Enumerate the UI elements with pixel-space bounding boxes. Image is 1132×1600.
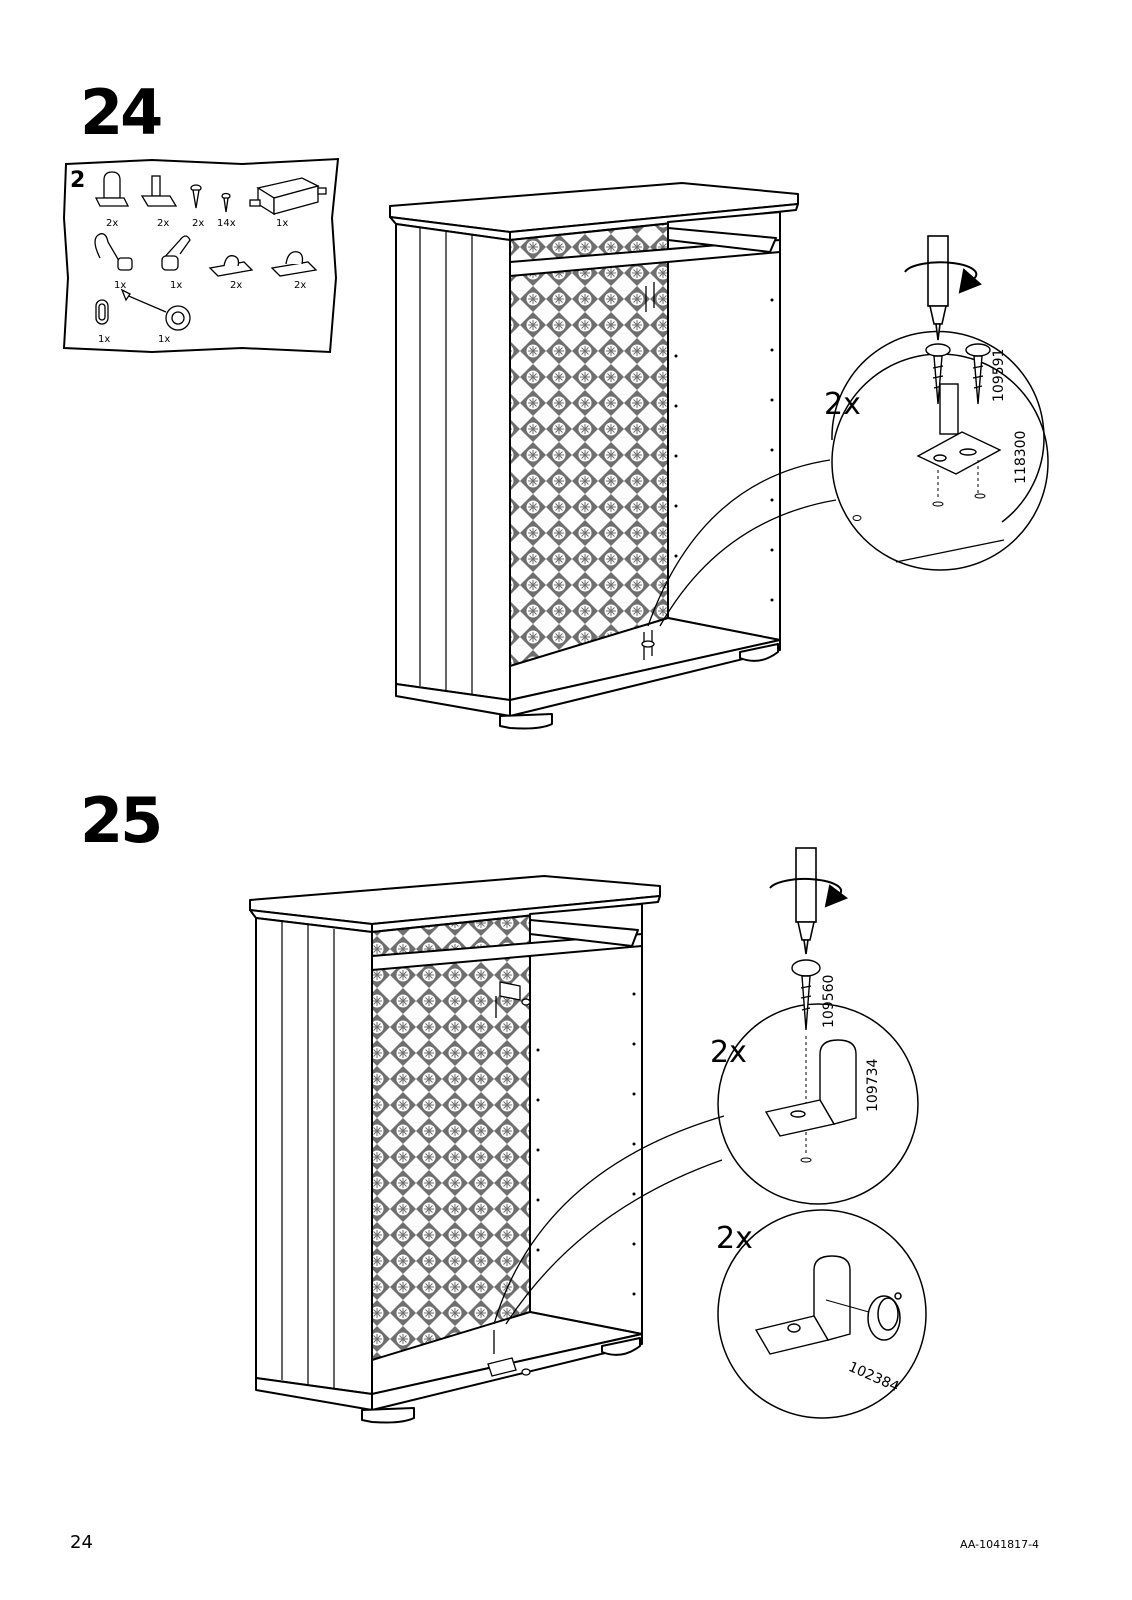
bracket-icon bbox=[764, 1039, 857, 1137]
screwdriver-icon bbox=[795, 847, 817, 955]
bracket-icon bbox=[94, 171, 130, 207]
knob-icon bbox=[867, 1292, 902, 1341]
kit-qty: 1x bbox=[158, 334, 171, 345]
kit-qty: 1x bbox=[98, 334, 111, 345]
part-number-label: 109591 bbox=[991, 348, 1007, 402]
hook-icon bbox=[161, 235, 191, 271]
parts-kit-panel: 2 2x 2x 2x 14x 1x 1x 1x 2x 2x 1x 1x bbox=[62, 157, 344, 354]
screw-icon bbox=[221, 192, 231, 213]
callout-quantity: 2x bbox=[710, 1035, 747, 1070]
knob-icon bbox=[95, 299, 109, 325]
cam-pin-icon bbox=[140, 175, 178, 207]
step-number-24: 24 bbox=[80, 76, 163, 149]
hook-icon bbox=[94, 233, 133, 271]
document-id: AA-1041817-4 bbox=[960, 1538, 1040, 1551]
rotation-arrow-icon bbox=[769, 877, 849, 908]
detail-callout-circle bbox=[717, 1003, 919, 1205]
page-number: 24 bbox=[70, 1532, 93, 1553]
cabinet-illustration bbox=[249, 847, 927, 1424]
kit-frame bbox=[62, 157, 340, 354]
cabinet-illustration bbox=[389, 182, 1049, 730]
clip-icon bbox=[208, 255, 254, 277]
clip-icon bbox=[270, 251, 318, 277]
part-number-label: 118300 bbox=[1013, 430, 1029, 484]
screw-icon bbox=[791, 959, 821, 1031]
screw-icon bbox=[925, 343, 951, 405]
bracket-icon bbox=[754, 1255, 851, 1355]
callout-quantity: 2x bbox=[824, 387, 861, 422]
key-icon bbox=[120, 288, 191, 331]
part-number-label: 109560 bbox=[821, 974, 837, 1028]
callout-quantity: 2x bbox=[716, 1221, 753, 1256]
kit-qty: 1x bbox=[114, 280, 127, 291]
kit-qty: 14x bbox=[217, 218, 236, 229]
kit-qty: 2x bbox=[192, 218, 205, 229]
bracket-icon bbox=[916, 383, 1002, 475]
part-number-label: 109734 bbox=[865, 1058, 881, 1112]
screw-icon bbox=[190, 184, 202, 209]
kit-qty: 2x bbox=[157, 218, 170, 229]
detail-callout-circle bbox=[717, 1209, 927, 1419]
kit-qty: 1x bbox=[276, 218, 289, 229]
rotation-arrow-icon bbox=[904, 261, 982, 294]
screw-icon bbox=[965, 343, 991, 405]
detail-callout-circle bbox=[831, 330, 1045, 523]
step-number-25: 25 bbox=[80, 784, 163, 857]
kit-qty: 2x bbox=[106, 218, 119, 229]
kit-qty: 2x bbox=[294, 280, 307, 291]
kit-step-badge: 2 bbox=[70, 168, 86, 193]
screwdriver-icon bbox=[927, 235, 949, 341]
kit-qty: 2x bbox=[230, 280, 243, 291]
kit-qty: 1x bbox=[170, 280, 183, 291]
connector-block-icon bbox=[249, 177, 327, 216]
